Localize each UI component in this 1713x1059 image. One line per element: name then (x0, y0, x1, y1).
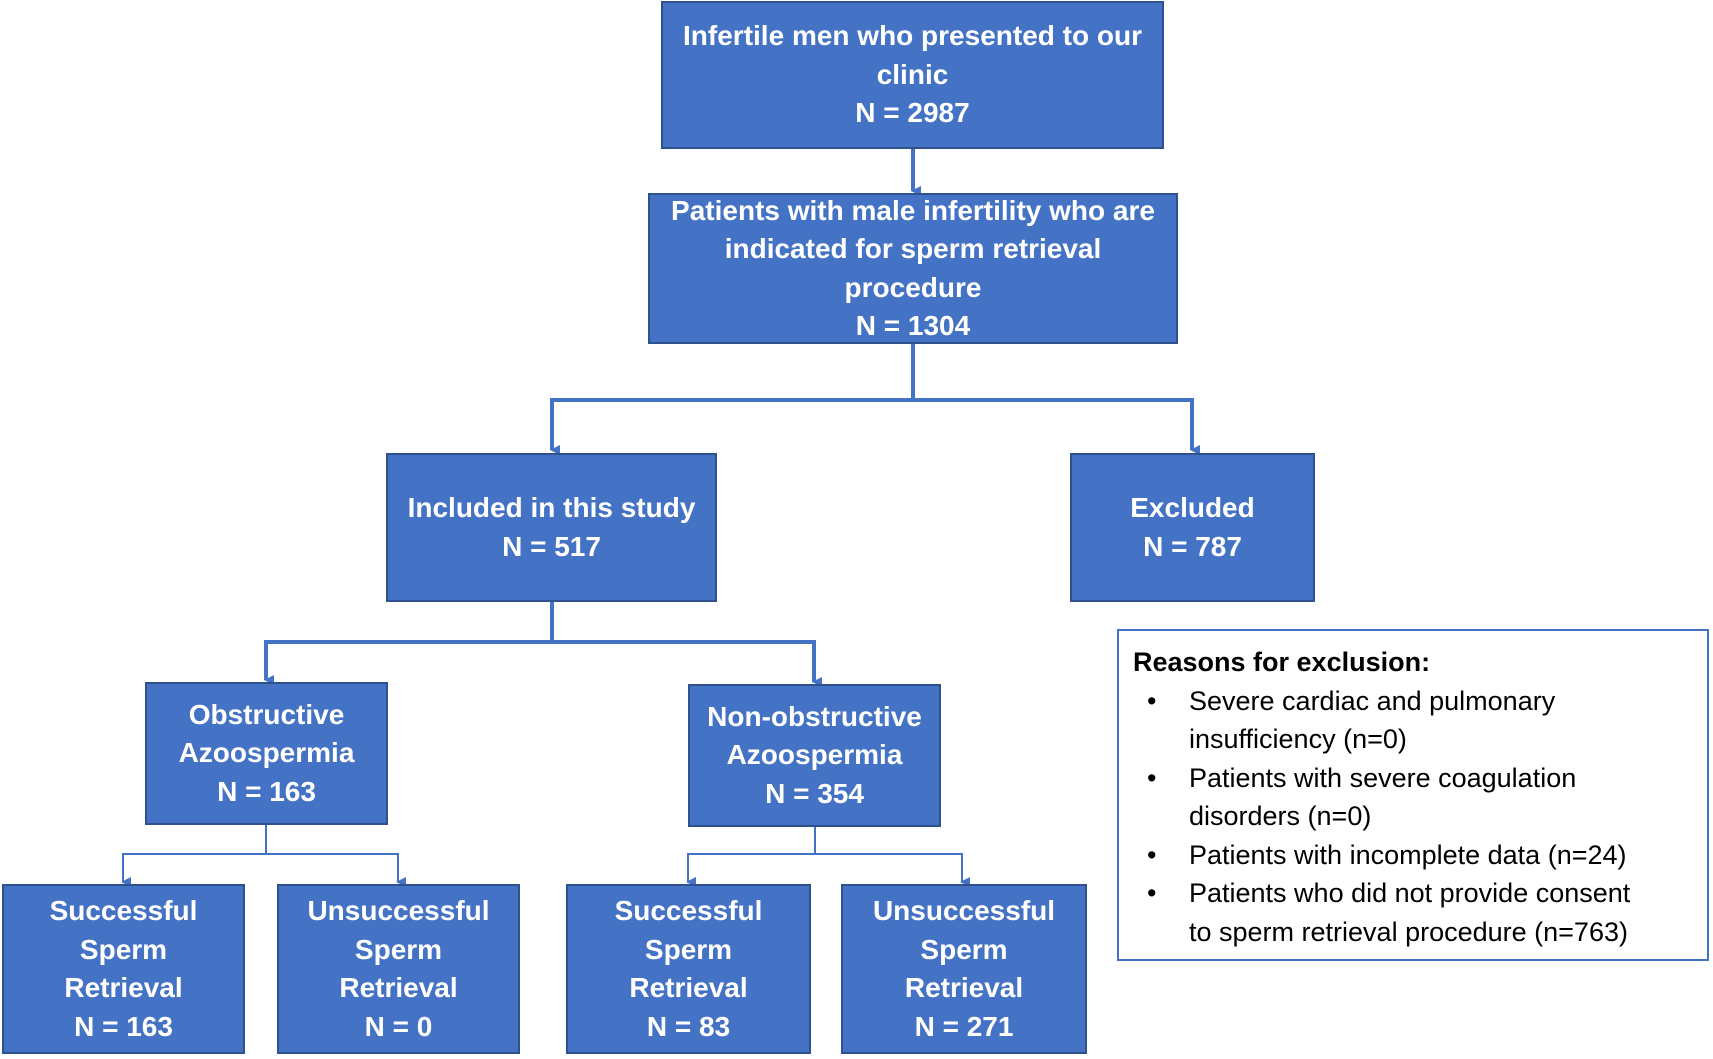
node-oa-fail: Unsuccessful Sperm Retrieval N = 0 (277, 884, 520, 1054)
node-clinic-line: clinic (876, 58, 949, 90)
node-included-line: N = 517 (502, 530, 601, 562)
node-excluded: Excluded N = 787 (1070, 453, 1315, 602)
exclusion-reason-text: Patients with severe coagulation (1189, 762, 1577, 793)
node-obstructive: Obstructive Azoospermia N = 163 (145, 682, 388, 825)
exclusion-reasons-list: Severe cardiac and pulmonary insufficien… (1133, 682, 1697, 952)
node-excluded-line: Excluded (1130, 492, 1255, 523)
exclusion-reason-text: Patients with incomplete data (n=24) (1189, 839, 1627, 870)
exclusion-reason-text: to sperm retrieval procedure (n=763) (1189, 916, 1628, 947)
connector-oa-success (121, 825, 267, 887)
node-obstructive-line: N = 163 (217, 775, 316, 807)
node-nonobstructive-line: N = 354 (765, 777, 864, 809)
node-noa-fail-line: Retrieval (904, 972, 1024, 1003)
connector-oa-fail (266, 853, 406, 887)
node-indicated: Patients with male infertility who are i… (648, 193, 1178, 344)
exclusion-reason-item: Severe cardiac and pulmonary insufficien… (1133, 682, 1697, 759)
node-clinic-line: N = 2987 (855, 97, 970, 129)
node-oa-fail-line: N = 0 (364, 1010, 433, 1042)
node-noa-fail-line: N = 271 (914, 1010, 1014, 1042)
node-oa-success-line: Retrieval (64, 972, 183, 1003)
node-noa-success: Successful Sperm Retrieval N = 83 (566, 884, 811, 1054)
exclusion-reason-item: Patients with severe coagulation disorde… (1133, 759, 1697, 836)
node-obstructive-line: Azoospermia (178, 737, 355, 769)
exclusion-reasons-title: Reasons for exclusion: (1133, 647, 1431, 677)
node-noa-success-line: N = 83 (646, 1010, 731, 1042)
node-oa-success-line: Successful (49, 895, 198, 926)
node-nonobstructive-line: Azoospermia (726, 739, 903, 771)
node-noa-fail-line: Sperm (920, 933, 1008, 965)
node-noa-fail-line: Unsuccessful (872, 895, 1056, 926)
connector-indicated-split (550, 344, 915, 455)
exclusion-reason-text: disorders (n=0) (1189, 801, 1372, 831)
node-included: Included in this study N = 517 (386, 453, 717, 602)
node-indicated-line: N = 1304 (855, 310, 971, 341)
node-excluded-line: N = 787 (1143, 530, 1242, 562)
exclusion-reason-text: Severe cardiac and pulmonary (1189, 685, 1556, 716)
connector-noa-success (686, 827, 816, 887)
exclusion-reason-text: insufficiency (n=0) (1189, 724, 1407, 754)
node-indicated-line: Patients with male infertility who are (671, 194, 1155, 226)
node-obstructive-line: Obstructive (188, 698, 345, 730)
node-oa-success-line: N = 163 (74, 1010, 173, 1042)
exclusion-reason-item: Patients who did not provide consent to … (1133, 874, 1697, 951)
node-clinic: Infertile men who presented to our clini… (661, 1, 1164, 149)
node-indicated-line: procedure (844, 271, 982, 303)
node-noa-success-line: Retrieval (629, 972, 748, 1003)
node-noa-success-line: Sperm (644, 933, 733, 965)
node-noa-success-line: Successful (614, 895, 763, 926)
node-oa-fail-line: Retrieval (339, 972, 458, 1003)
exclusion-reasons-panel: Reasons for exclusion: Severe cardiac an… (1117, 629, 1709, 961)
node-clinic-line: Infertile men who presented to our (683, 20, 1142, 52)
node-oa-fail-line: Sperm (354, 933, 443, 965)
node-indicated-line: indicated for sperm retrieval (724, 233, 1102, 264)
node-included-line: Included in this study (407, 492, 696, 523)
connector-noa-fail (815, 853, 970, 887)
node-oa-fail-line: Unsuccessful (307, 895, 490, 926)
exclusion-reason-item: Patients with incomplete data (n=24) (1133, 836, 1697, 875)
node-oa-success: Successful Sperm Retrieval N = 163 (2, 884, 245, 1054)
node-nonobstructive-line: Non-obstructive (707, 700, 922, 732)
exclusion-reason-text: Patients who did not provide consent (1189, 878, 1631, 908)
node-nonobstructive: Non-obstructive Azoospermia N = 354 (688, 684, 941, 827)
connector-included-nonobstructive (552, 640, 822, 687)
connector-included-obstructive (264, 602, 554, 685)
node-oa-success-line: Sperm (79, 933, 168, 965)
connector-indicated-excluded (913, 398, 1200, 455)
node-noa-fail: Unsuccessful Sperm Retrieval N = 271 (841, 884, 1087, 1054)
